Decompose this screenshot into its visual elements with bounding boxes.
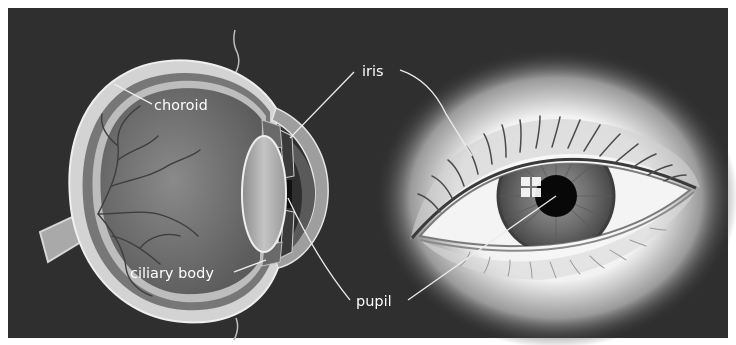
label-choroid: choroid [154,98,208,114]
lens [242,136,286,252]
label-ciliary-body: ciliary body [130,266,214,282]
label-iris: iris [362,64,384,80]
label-pupil: pupil [356,294,392,310]
